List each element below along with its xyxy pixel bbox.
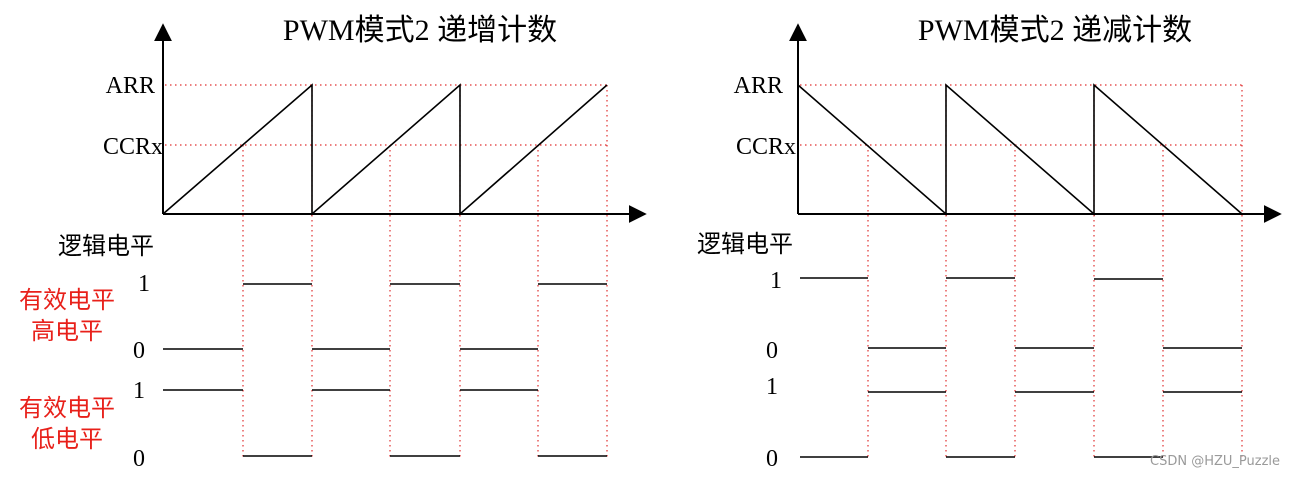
- arr-label: ARR: [734, 73, 783, 99]
- panel-up-counting: PWM模式2 递增计数 ARR CCRx 逻辑电平 有效电平 高电平 有效电平 …: [19, 14, 647, 472]
- arr-label: ARR: [106, 73, 155, 99]
- active-low-label-line1: 有效电平: [19, 395, 115, 422]
- ccr-label: CCRx: [736, 134, 796, 160]
- level-1-label: 1: [133, 378, 145, 404]
- level-1-label: 1: [766, 374, 778, 400]
- guide-lines: [165, 84, 608, 457]
- active-high-waveform: [163, 283, 607, 350]
- active-high-label-line2: 高电平: [31, 318, 103, 345]
- active-low-label-line2: 低电平: [31, 426, 103, 453]
- level-1-label: 1: [138, 271, 150, 297]
- active-low-waveform: [800, 391, 1242, 458]
- level-0-label: 0: [766, 338, 778, 364]
- level-0-label: 0: [133, 446, 145, 472]
- logic-level-label: 逻辑电平: [58, 233, 154, 260]
- active-high-waveform: [800, 277, 1242, 349]
- level-1-label: 1: [770, 268, 782, 294]
- active-high-label-line1: 有效电平: [19, 287, 115, 314]
- active-low-waveform: [163, 389, 607, 457]
- ccr-label: CCRx: [103, 134, 163, 160]
- guide-lines: [800, 84, 1243, 457]
- panel-title: PWM模式2 递增计数: [283, 14, 557, 47]
- level-0-label: 0: [766, 446, 778, 472]
- logic-level-label: 逻辑电平: [697, 231, 793, 258]
- level-0-label: 0: [133, 338, 145, 364]
- panel-title: PWM模式2 递减计数: [918, 14, 1192, 47]
- watermark: CSDN @HZU_Puzzle: [1150, 454, 1280, 469]
- counter-ramp-down: [797, 83, 1243, 216]
- counter-ramp-up: [162, 83, 608, 216]
- panel-down-counting: PWM模式2 递减计数 ARR CCRx 逻辑电平 1 0 1 0: [697, 14, 1282, 472]
